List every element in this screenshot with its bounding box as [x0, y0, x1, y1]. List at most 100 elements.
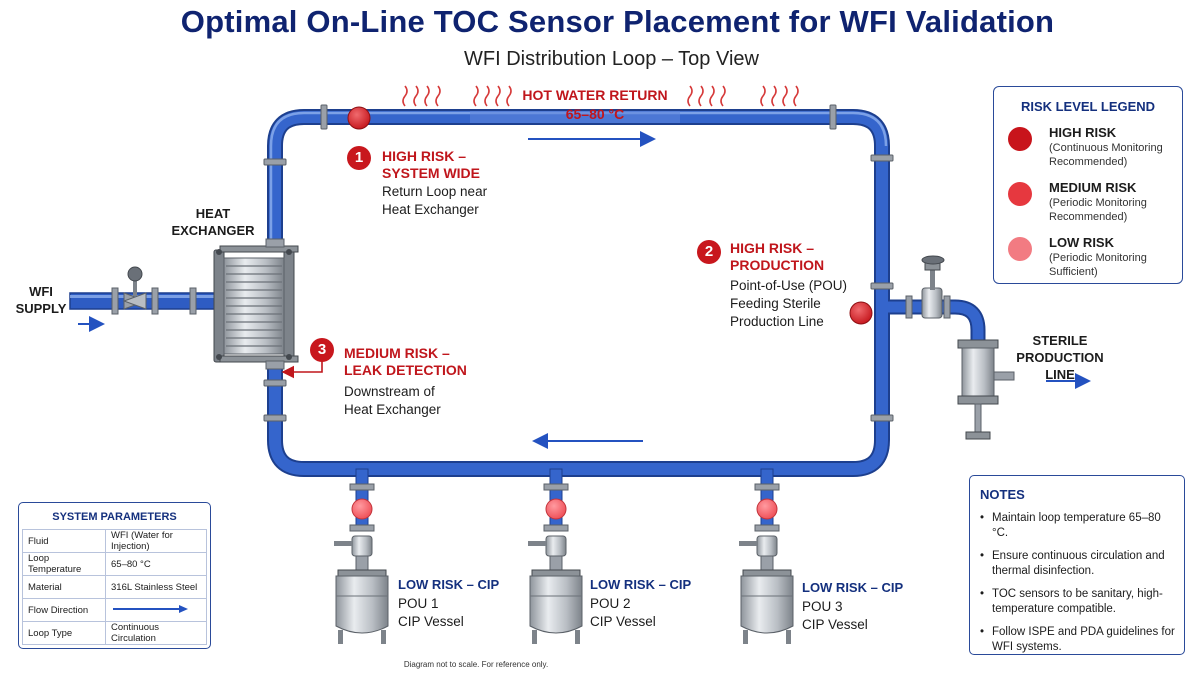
- sensor-3-head2: LEAK DETECTION: [344, 362, 467, 378]
- pou-2-vessel: CIP Vessel: [590, 614, 656, 629]
- hot-return-title: HOT WATER RETURN: [522, 87, 668, 103]
- sterile-line-label-line2: PRODUCTION LINE: [1016, 350, 1104, 382]
- notes-list: Maintain loop temperature 65–80 °C. Ensu…: [970, 511, 1186, 663]
- param-value: WFI (Water for Injection): [105, 529, 207, 553]
- table-row: Loop Type Continuous Circulation: [22, 621, 207, 645]
- legend-dot-medium: [1008, 182, 1032, 206]
- page-subtitle: WFI Distribution Loop – Top View: [464, 48, 759, 70]
- table-row: Material 316L Stainless Steel: [22, 575, 207, 599]
- legend-dot-low: [1008, 237, 1032, 261]
- legend-desc-medium: (Periodic Monitoring Recommended): [1049, 196, 1147, 224]
- flow-direction-arrow-icon: [113, 604, 188, 613]
- sensor-1-head1: HIGH RISK –: [382, 148, 467, 164]
- param-key: Loop Temperature: [22, 552, 106, 576]
- heat-exchanger-label: HEAT EXCHANGER: [168, 205, 258, 239]
- notes-title: NOTES: [980, 487, 1025, 502]
- param-key: Loop Type: [22, 621, 106, 645]
- hot-return-label: HOT WATER RETURN 65–80 °C: [510, 87, 680, 122]
- legend-title: RISK LEVEL LEGEND: [1020, 99, 1156, 114]
- sensor-2-desc2: Feeding Sterile: [730, 296, 821, 311]
- sterile-filter-housing-icon: [957, 339, 1015, 440]
- sensor-1-head2: SYSTEM WIDE: [382, 165, 481, 181]
- risk-legend: RISK LEVEL LEGEND HIGH RISK (Continuous …: [993, 86, 1183, 284]
- sensor-1-desc2: Heat Exchanger: [382, 202, 479, 217]
- pou-2-risk: LOW RISK – CIP: [590, 577, 692, 592]
- legend-name-low: LOW RISK: [1049, 235, 1114, 250]
- sterile-line-label: STERILE PRODUCTION LINE: [1000, 332, 1120, 383]
- list-item: Follow ISPE and PDA guidelines for WFI s…: [980, 625, 1178, 655]
- heat-exchanger-icon: [213, 238, 299, 370]
- sensor-3-pointer: [281, 358, 323, 379]
- sensor-1-dot[interactable]: [347, 106, 371, 130]
- sensor-2-dot[interactable]: [849, 301, 873, 325]
- legend-desc-medium-2: Recommended): [1049, 211, 1128, 223]
- pou-3-sensor-dot[interactable]: [756, 498, 778, 520]
- pou-3-vessel-icon: [740, 569, 794, 644]
- pou-1-drop: [334, 468, 375, 571]
- page-title: Optimal On-Line TOC Sensor Placement for…: [180, 4, 1055, 39]
- legend-desc-high-2: Recommended): [1049, 156, 1128, 168]
- pou-3-drop: [739, 468, 780, 571]
- wfi-supply-label-line1: WFI: [29, 284, 53, 299]
- legend-desc-low-2: Sufficient): [1049, 266, 1098, 278]
- param-value: [105, 598, 207, 622]
- pou-3-label: LOW RISK – CIP POU 3 CIP Vessel: [802, 580, 922, 634]
- main-loop-pipe: [267, 109, 890, 477]
- pou-1-sensor-dot[interactable]: [351, 498, 373, 520]
- sensor-3-number: 3: [310, 338, 334, 362]
- hot-return-temp: 65–80 °C: [565, 106, 625, 122]
- params-title: SYSTEM PARAMETERS: [52, 511, 177, 523]
- param-key: Flow Direction: [22, 598, 106, 622]
- pou-3-vessel: CIP Vessel: [802, 617, 868, 632]
- pou-1-label: LOW RISK – CIP POU 1 CIP Vessel: [398, 577, 518, 631]
- sensor-3-desc1: Downstream of: [344, 384, 435, 399]
- pou-2-label: LOW RISK – CIP POU 2 CIP Vessel: [590, 577, 710, 631]
- param-value: 316L Stainless Steel: [105, 575, 207, 599]
- param-value: Continuous Circulation: [105, 621, 207, 645]
- table-row: Fluid WFI (Water for Injection): [22, 529, 207, 553]
- pou-1-vessel: CIP Vessel: [398, 614, 464, 629]
- sensor-3-desc2: Heat Exchanger: [344, 402, 441, 417]
- legend-name-high: HIGH RISK: [1049, 125, 1117, 140]
- table-row: Loop Temperature 65–80 °C: [22, 552, 207, 576]
- legend-item-high: HIGH RISK (Continuous Monitoring Recomme…: [1004, 125, 1176, 175]
- table-row: Flow Direction: [22, 598, 207, 622]
- param-key: Material: [22, 575, 106, 599]
- list-item: Maintain loop temperature 65–80 °C.: [980, 511, 1178, 541]
- pou-1-risk: LOW RISK – CIP: [398, 577, 500, 592]
- sterile-line-label-line1: STERILE: [1032, 333, 1088, 348]
- pou-3-risk: LOW RISK – CIP: [802, 580, 904, 595]
- param-key: Fluid: [22, 529, 106, 553]
- sensor-2-desc3: Production Line: [730, 314, 824, 329]
- sensor-2-number: 2: [697, 240, 721, 264]
- notes-panel: NOTES Maintain loop temperature 65–80 °C…: [969, 475, 1185, 655]
- pou-3-name: POU 3: [802, 599, 843, 614]
- pou-1-name: POU 1: [398, 596, 439, 611]
- heat-wave-icon: [402, 85, 799, 107]
- legend-dot-high: [1008, 127, 1032, 151]
- pou-2-sensor-dot[interactable]: [545, 498, 567, 520]
- sterile-valve-icon: [921, 255, 945, 319]
- sensor-2-desc1: Point-of-Use (POU): [730, 278, 848, 293]
- pou-2-vessel-icon: [529, 569, 583, 644]
- legend-desc-low: (Periodic Monitoring Sufficient): [1049, 251, 1147, 279]
- legend-desc-high-1: (Continuous Monitoring: [1049, 142, 1163, 154]
- param-value: 65–80 °C: [105, 552, 207, 576]
- wfi-supply-pipe: [69, 287, 231, 315]
- sensor-1-desc1: Return Loop near: [382, 184, 488, 199]
- system-parameters-panel: SYSTEM PARAMETERS Fluid WFI (Water for I…: [18, 502, 211, 649]
- heat-exchanger-label-line1: HEAT: [195, 206, 231, 221]
- sensor-3-head1: MEDIUM RISK –: [344, 345, 450, 361]
- loop-flanges: [263, 104, 894, 422]
- pou-1-vessel-icon: [335, 569, 389, 644]
- legend-item-medium: MEDIUM RISK (Periodic Monitoring Recomme…: [1004, 180, 1176, 230]
- list-item: Ensure continuous circulation and therma…: [980, 549, 1178, 579]
- sensor-1-number: 1: [347, 146, 371, 170]
- sterile-branch-pipe: [888, 295, 986, 342]
- pou-2-name: POU 2: [590, 596, 631, 611]
- legend-item-low: LOW RISK (Periodic Monitoring Sufficient…: [1004, 235, 1176, 285]
- supply-valve-icon: [122, 266, 148, 310]
- legend-desc-high: (Continuous Monitoring Recommended): [1049, 141, 1163, 169]
- wfi-supply-label: WFI SUPPLY: [10, 283, 72, 317]
